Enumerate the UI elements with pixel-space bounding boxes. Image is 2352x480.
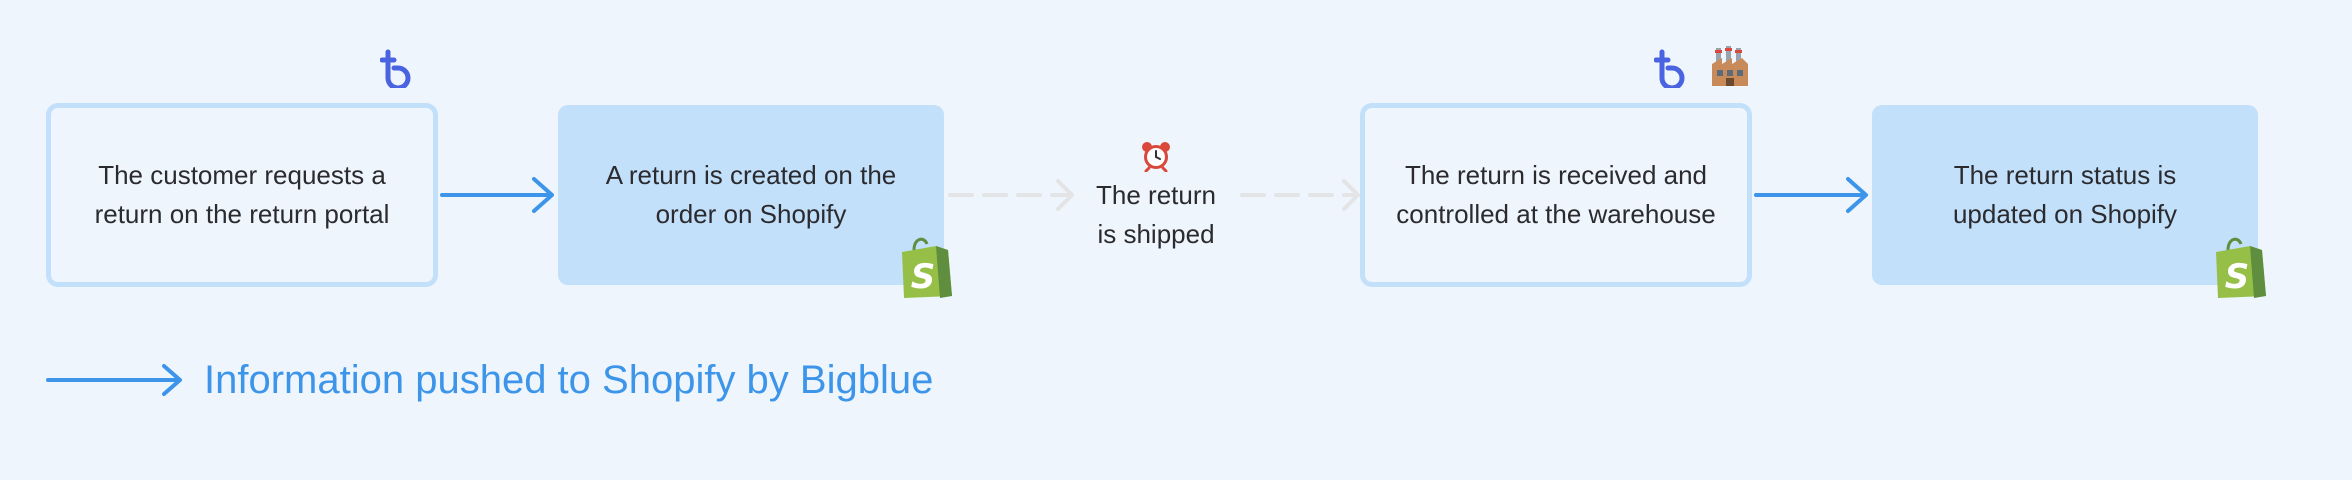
shopify-bag-icon: S <box>902 237 952 298</box>
arrow-dashed-2 <box>1240 179 1360 211</box>
step-text-3: The return is shipped <box>1096 180 1216 249</box>
arrow-solid-2 <box>1754 177 1868 213</box>
step-box-1: The customer requests a return on the re… <box>46 103 438 287</box>
step-box-2: A return is created on the order on Shop… <box>558 105 944 285</box>
step-box-4: The return is received and controlled at… <box>1360 103 1752 287</box>
arrow-dashed-1 <box>948 179 1074 211</box>
alarm-clock-icon <box>1142 142 1170 172</box>
arrow-solid-1 <box>440 177 554 213</box>
step-text-1: The customer requests a return on the re… <box>94 160 390 229</box>
bigblue-logo-icon <box>380 49 411 88</box>
step-text-4: The return is received and controlled at… <box>1396 160 1716 229</box>
svg-text:S: S <box>911 257 936 297</box>
shopify-bag-icon: S <box>2216 237 2266 298</box>
legend-arrow <box>46 364 182 396</box>
factory-icon <box>1712 46 1748 86</box>
svg-text:S: S <box>2225 257 2250 297</box>
bigblue-logo-icon <box>1654 49 1685 88</box>
step-text-2: A return is created on the order on Shop… <box>605 160 897 229</box>
legend-label: Information pushed to Shopify by Bigblue <box>204 358 934 402</box>
step-box-5: The return status is updated on Shopify <box>1872 105 2258 285</box>
step-text-5: The return status is updated on Shopify <box>1952 160 2178 229</box>
